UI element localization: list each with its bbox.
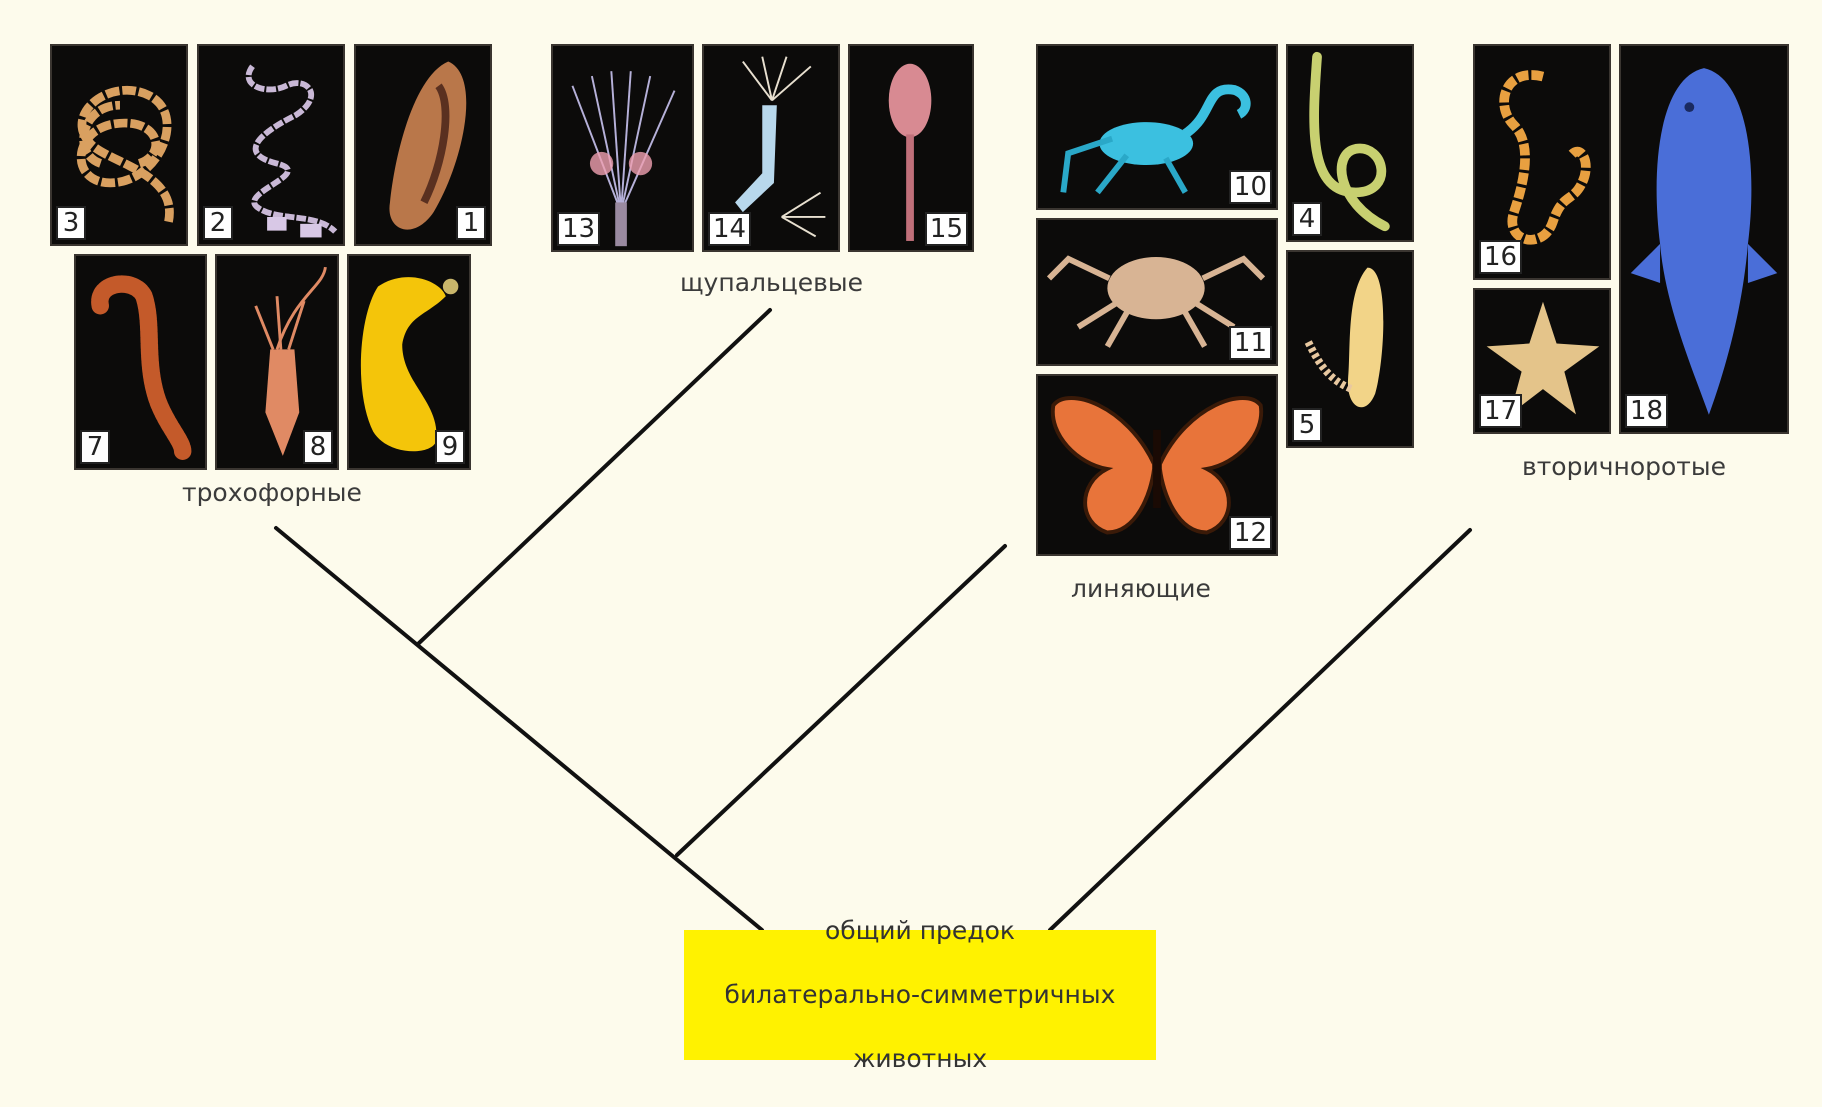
photo-number: 5 [1292,408,1322,442]
group-label-deuterostomes: вторичноротые [1522,452,1726,481]
photo-14-phoronid: 14 [702,44,840,252]
photo-number: 7 [80,430,110,464]
photo-16-acorn-worm: 16 [1473,44,1611,280]
photo-number: 1 [456,206,486,240]
photo-17-starfish: 17 [1473,288,1611,434]
photo-number: 4 [1292,202,1322,236]
photo-number: 17 [1479,394,1522,428]
photo-3-tapeworm: 3 [50,44,188,246]
photo-number: 2 [203,206,233,240]
common-ancestor-box: общий предок билатерально-симметричных ж… [684,930,1156,1060]
photo-2-tapeworm: 2 [197,44,345,246]
photo-number: 15 [925,212,968,246]
group-label-tentaculates: щупальцевые [680,268,863,297]
ancestor-line-3: животных [725,1043,1116,1075]
photo-13-bryozoan: 13 [551,44,694,252]
photo-1-flatworm: 1 [354,44,492,246]
photo-8-squid: 8 [215,254,339,470]
photo-9-mollusk: 9 [347,254,471,470]
photo-4-roundworm: 4 [1286,44,1414,242]
photo-number: 9 [435,430,465,464]
ancestor-line-2: билатерально-симметричных [725,979,1116,1011]
ancestor-line-1: общий предок [725,915,1116,947]
photo-number: 12 [1229,516,1272,550]
photo-number: 18 [1625,394,1668,428]
photo-number: 10 [1229,170,1272,204]
photo-number: 11 [1229,326,1272,360]
branch-molting [677,546,1005,855]
photo-12-butterfly: 12 [1036,374,1278,556]
photo-10-scorpion: 10 [1036,44,1278,210]
group-label-trochophores: трохофорные [182,478,362,507]
photo-number: 8 [303,430,333,464]
photo-18-coelacanth: 18 [1619,44,1789,434]
group-label-molting: линяющие [1071,574,1211,603]
photo-number: 13 [557,212,600,246]
photo-number: 16 [1479,240,1522,274]
branch-root-left [276,528,762,930]
photo-15-brachiopod: 15 [848,44,974,252]
photo-7-polychaete: 7 [74,254,207,470]
photo-number: 14 [708,212,751,246]
photo-number: 3 [56,206,86,240]
photo-11-crab: 11 [1036,218,1278,366]
photo-5-priapulid: 5 [1286,250,1414,448]
